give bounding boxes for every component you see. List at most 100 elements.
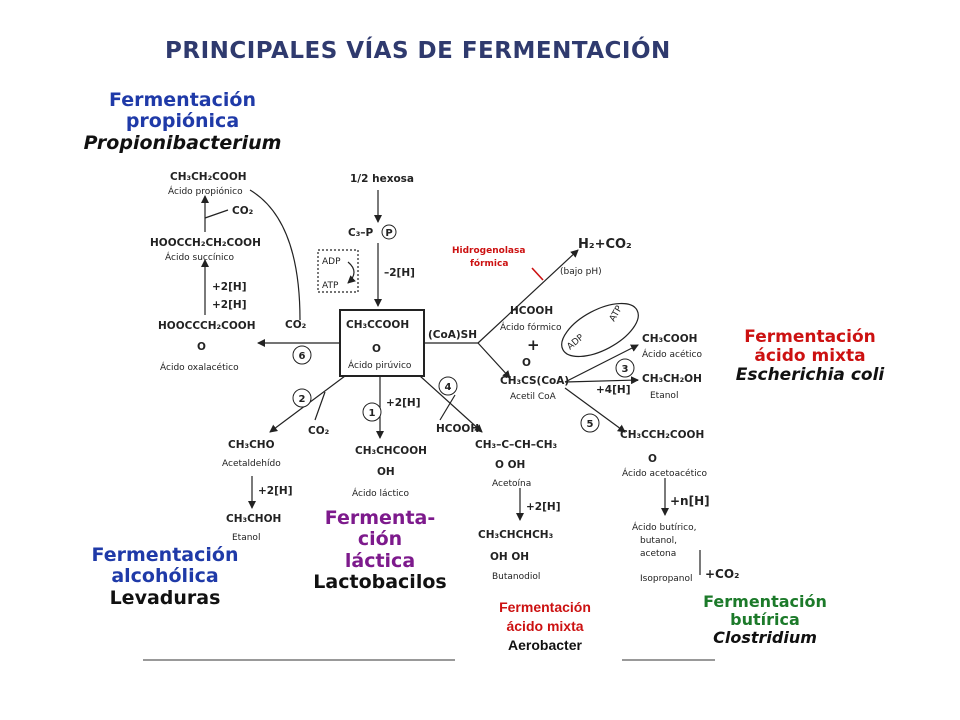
butanodiol-sub: OH OH bbox=[490, 551, 529, 563]
arrow-path-5 bbox=[564, 387, 626, 433]
step-4-label: 4 bbox=[445, 382, 452, 393]
acetylcoa-formula: CH₃CS(CoA) bbox=[500, 375, 569, 387]
label-lactica-line2: ción bbox=[357, 528, 403, 551]
co2-a-label: CO₂ bbox=[232, 205, 254, 217]
arrow-path-3 bbox=[564, 344, 639, 383]
succinico-formula: HOOCCH₂CH₂COOH bbox=[150, 237, 261, 249]
acetoina-formula: CH₃–C–CH–CH₃ bbox=[475, 439, 558, 451]
circle-p-label: P bbox=[385, 228, 392, 239]
pyruvate-name: Ácido pirúvico bbox=[348, 359, 412, 371]
adp2-label: ADP bbox=[566, 332, 587, 352]
minus2h-label: –2[H] bbox=[384, 267, 415, 279]
step-2-label: 2 bbox=[299, 394, 306, 405]
hidrogenolasa-arrow bbox=[531, 267, 544, 281]
label-lactica-line1: Fermenta- bbox=[324, 507, 436, 529]
label-butirica: Fermentación butírica Clostridium bbox=[685, 593, 845, 647]
etanol2-formula: CH₃CHOH bbox=[226, 513, 281, 525]
step-1-circle bbox=[362, 402, 382, 422]
butirico-line1: Ácido butírico, bbox=[632, 521, 697, 533]
c3p-label: C₃–P bbox=[348, 227, 374, 239]
step-6-circle bbox=[292, 345, 312, 365]
label-acido-mixta-aerobacter-line2: ácido mixta bbox=[506, 617, 584, 634]
step-4-circle bbox=[438, 376, 458, 396]
step-5-label: 5 bbox=[587, 419, 594, 430]
label-propionica-line1: Fermentación bbox=[109, 89, 256, 111]
hexosa-label: 1/2 hexosa bbox=[350, 173, 414, 185]
label-acido-mixta-ecoli-line1: Fermentación bbox=[744, 327, 876, 347]
step-1-label: 1 bbox=[369, 408, 376, 419]
label-propionica: Fermentación propiónica Propionibacteriu… bbox=[70, 89, 295, 154]
label-propionica-line2: propiónica bbox=[125, 110, 240, 133]
label-propionica-organism: Propionibacterium bbox=[83, 131, 282, 154]
atp-label: ATP bbox=[322, 281, 339, 291]
acetoina-sub: O OH bbox=[495, 459, 525, 471]
label-acido-mixta-ecoli-organism: Escherichia coli bbox=[735, 365, 885, 386]
label-acido-mixta-aerobacter: Fermentación ácido mixta Aerobacter bbox=[470, 598, 620, 655]
plus2h-b-label: +2[H] bbox=[212, 299, 247, 311]
oxalacetico-formula: HOOCCCH₂COOH bbox=[158, 320, 256, 332]
label-butirica-line1: Fermentación bbox=[703, 592, 827, 611]
label-acido-mixta-ecoli: Fermentación ácido mixta Escherichia col… bbox=[725, 327, 895, 386]
acetylcoa-o: O bbox=[522, 357, 531, 369]
butanodiol-formula: CH₃CHCHCH₃ bbox=[478, 529, 554, 541]
pyruvate-formula: CH₃CCOOH bbox=[346, 319, 409, 331]
adp-atp-curve bbox=[347, 261, 356, 284]
oxalacetico-name: Ácido oxalacético bbox=[160, 361, 239, 373]
butirico-line3: acetona bbox=[640, 549, 676, 559]
label-alcoholica: Fermentación alcohólica Levaduras bbox=[75, 544, 255, 609]
acetico-formula: CH₃COOH bbox=[642, 333, 697, 345]
hcooh2-label: HCOOH bbox=[436, 423, 479, 435]
arrow-path-4 bbox=[419, 375, 483, 433]
arrow-h2co2 bbox=[477, 249, 579, 344]
page-title: PRINCIPALES VÍAS DE FERMENTACIÓN bbox=[165, 38, 671, 64]
acetoina-name: Acetoína bbox=[492, 479, 531, 489]
etanol2-name: Etanol bbox=[232, 533, 260, 543]
etanol-name: Etanol bbox=[650, 391, 678, 401]
label-butirica-line2: butírica bbox=[730, 609, 800, 629]
arrow-acetylcoa bbox=[477, 342, 511, 379]
label-alcoholica-line1: Fermentación bbox=[91, 544, 239, 566]
isopropanol-label: Isopropanol bbox=[640, 574, 693, 584]
coash-label: (CoA)SH bbox=[428, 329, 477, 341]
acetoacetico-name: Ácido acetoacético bbox=[622, 467, 708, 479]
step-2-circle bbox=[292, 388, 312, 408]
acetylcoa-name: Acetil CoA bbox=[510, 392, 557, 402]
plus2h-e-label: +2[H] bbox=[526, 501, 561, 513]
acetoacetico-o: O bbox=[648, 453, 657, 465]
step-5-circle bbox=[580, 413, 600, 433]
step-3-circle bbox=[615, 358, 635, 378]
acetoacetico-formula: CH₃CCH₂COOH bbox=[620, 429, 704, 441]
atp2-label: ATP bbox=[608, 304, 625, 324]
etanol-formula: CH₃CH₂OH bbox=[642, 373, 702, 385]
co2-curve bbox=[249, 189, 301, 321]
hidrogenolasa-line2: fórmica bbox=[470, 258, 508, 269]
label-acido-mixta-ecoli-line2: ácido mixta bbox=[754, 346, 866, 367]
lactico-oh: OH bbox=[377, 466, 395, 478]
label-acido-mixta-aerobacter-line1: Fermentación bbox=[499, 599, 591, 615]
co2-b-label: CO₂ bbox=[285, 319, 307, 331]
plusco2-label: +CO₂ bbox=[705, 567, 739, 581]
butirico-line2: butanol, bbox=[640, 536, 677, 546]
step-6-label: 6 bbox=[299, 351, 306, 362]
hcooh-label: HCOOH bbox=[510, 305, 553, 317]
adp-atp-box bbox=[317, 249, 359, 293]
pyruvate-o: O bbox=[372, 343, 381, 355]
label-lactica-line3: láctica bbox=[344, 549, 416, 572]
plus-label: + bbox=[527, 336, 540, 354]
formico-label: Ácido fórmico bbox=[500, 321, 562, 333]
acetico-name: Ácido acético bbox=[642, 348, 703, 360]
plus4h-label: +4[H] bbox=[596, 384, 631, 396]
hidrogenolasa-line1: Hidrogenolasa bbox=[452, 246, 525, 256]
lactico-formula: CH₃CHCOOH bbox=[355, 445, 427, 457]
plus2h-d-label: +2[H] bbox=[386, 397, 421, 409]
acetaldehido-name: Acetaldehído bbox=[222, 459, 281, 469]
butanodiol-name: Butanodiol bbox=[492, 572, 540, 582]
plusnh-label: +n[H] bbox=[670, 494, 710, 508]
oxalacetico-o: O bbox=[197, 341, 206, 353]
adp-label: ADP bbox=[322, 257, 341, 267]
co2-c-label: CO₂ bbox=[308, 425, 330, 437]
h2co2-label: H₂+CO₂ bbox=[578, 237, 632, 252]
adp-atp-ellipse bbox=[561, 302, 639, 358]
succinico-name: Ácido succínico bbox=[165, 251, 234, 263]
